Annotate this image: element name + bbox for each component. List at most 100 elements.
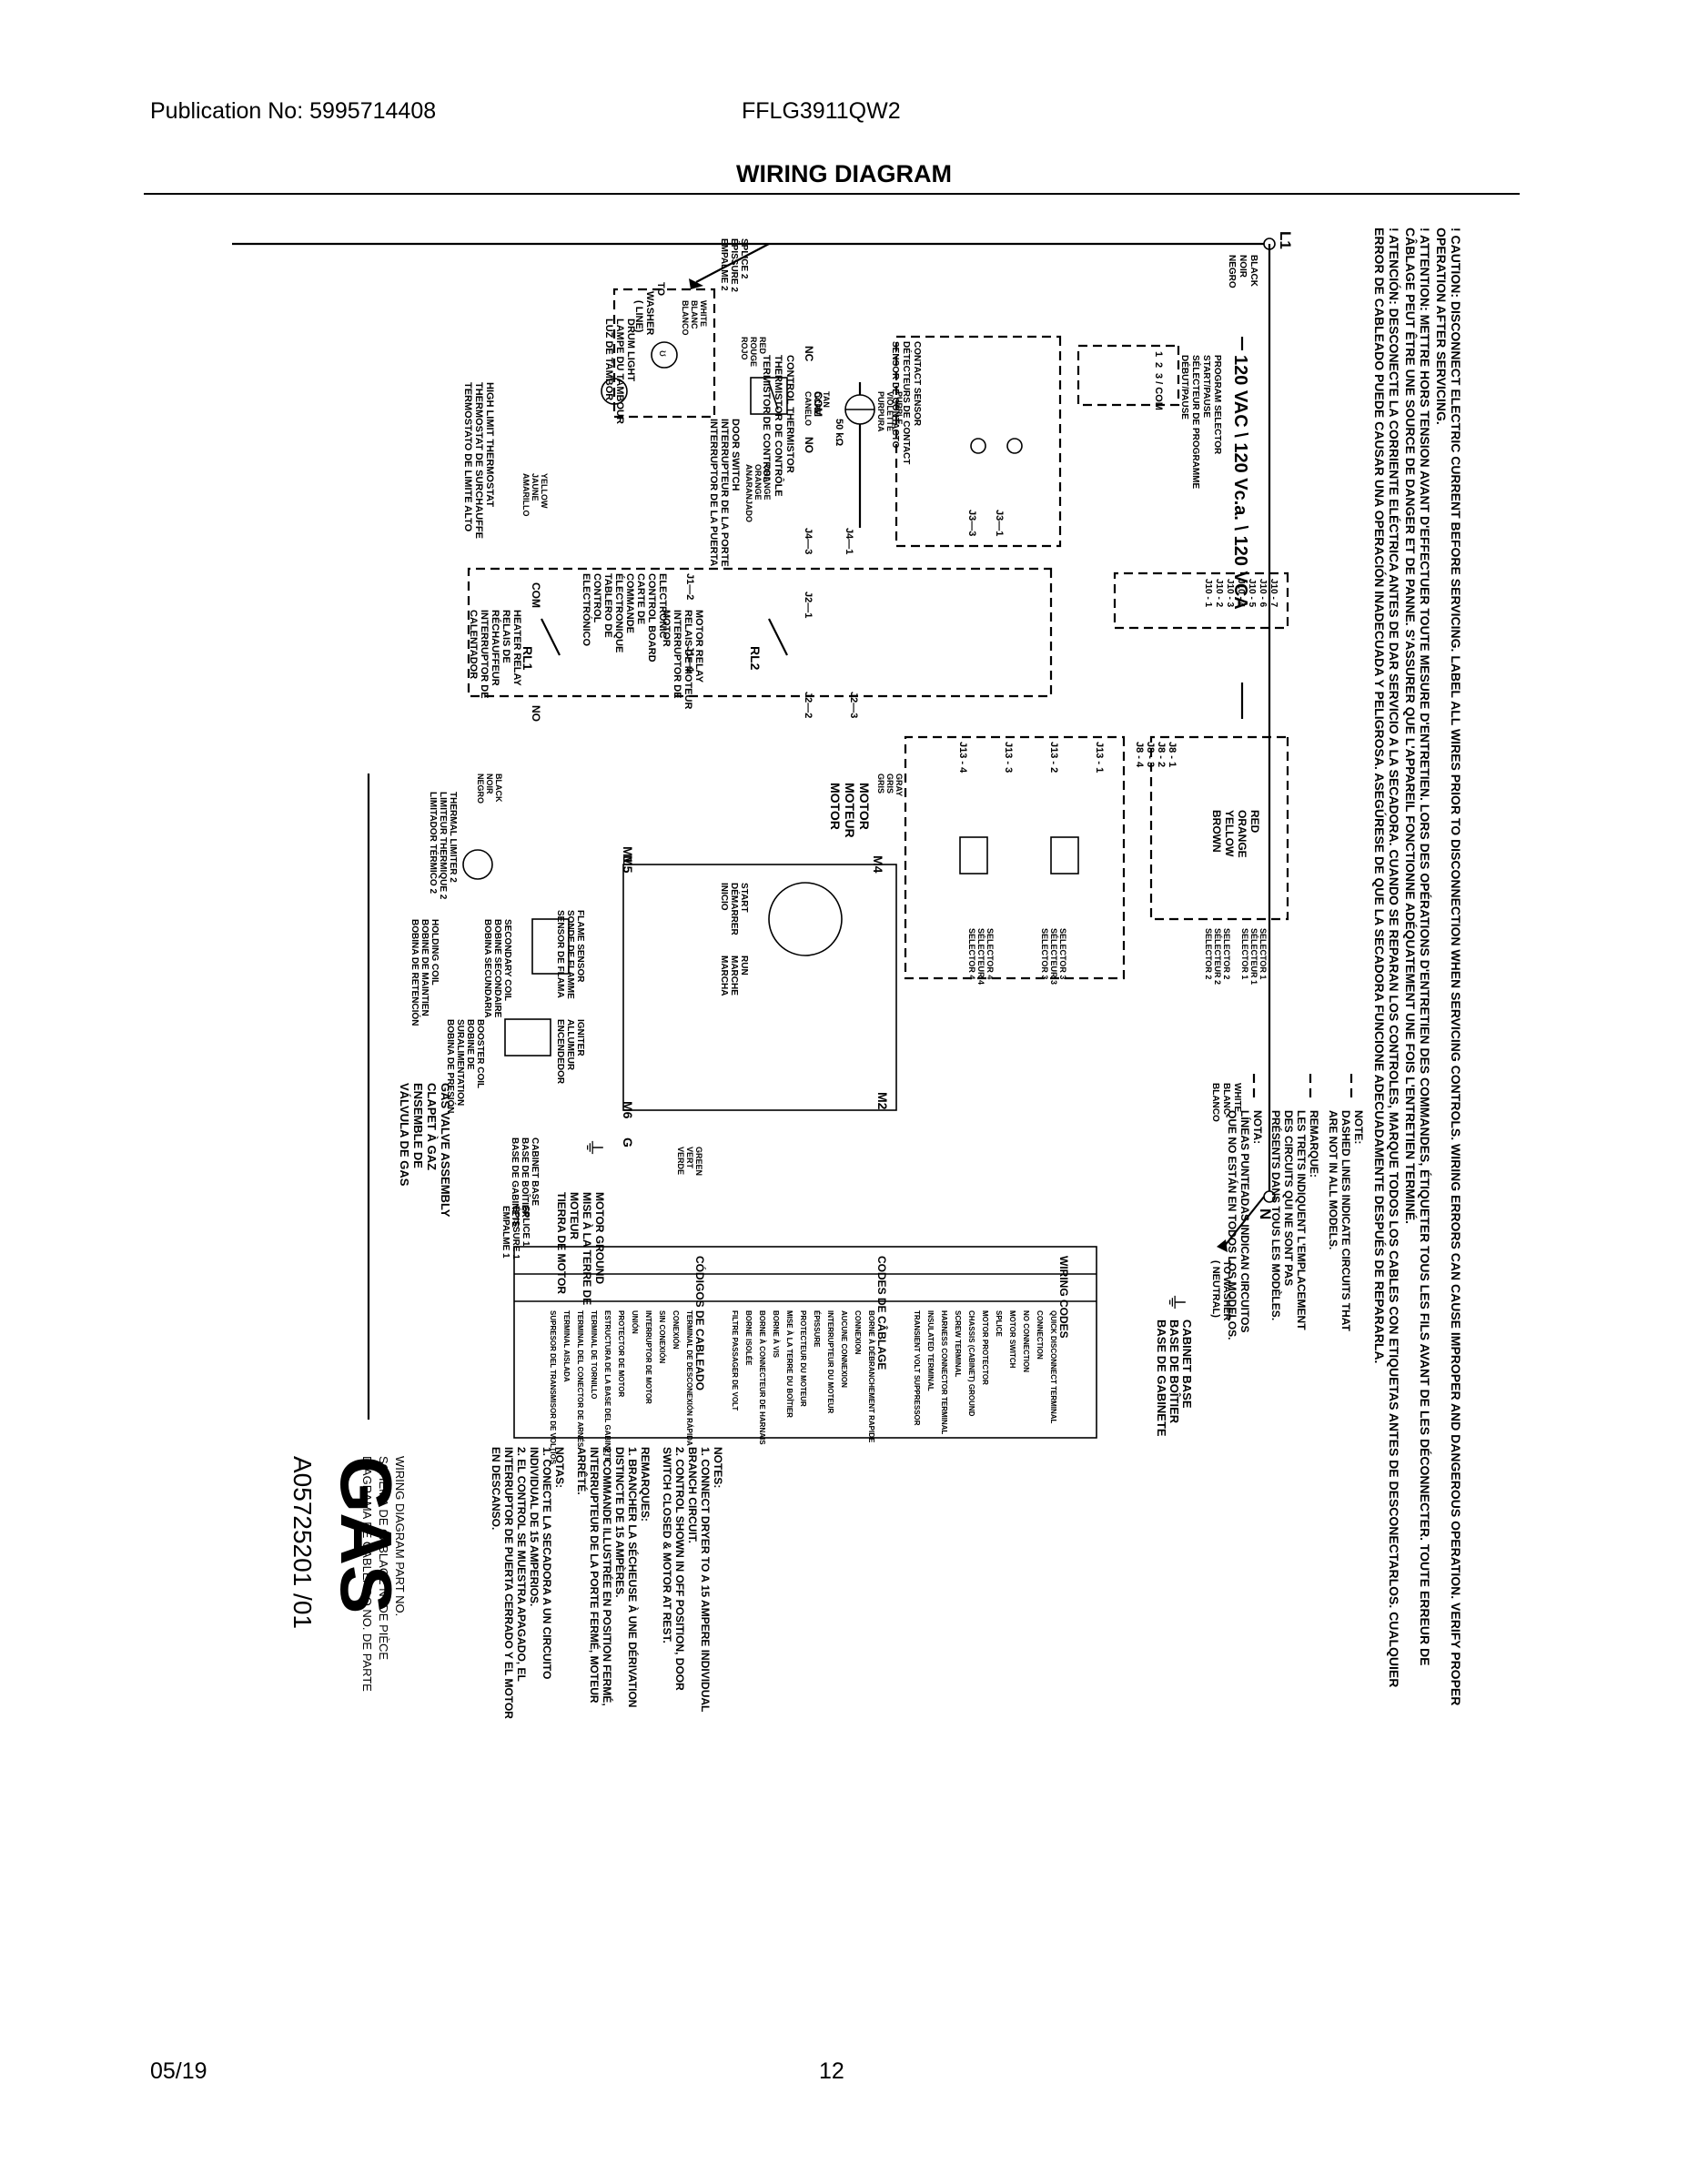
ground-icon: ⏚ [582, 1138, 605, 1158]
relay-desc: INTERRUPTOR DE [672, 610, 682, 699]
selector-switch-block: J8 - 1 J8 - 2 J8 - 3 J8 - 4 RED ORANGE Y… [904, 735, 1289, 985]
relay-label: RL2 [748, 646, 763, 671]
motor-terminal: M1 [621, 846, 635, 864]
relay-desc: RÉCHAUFFEUR [490, 610, 501, 686]
page-title: WIRING DIAGRAM [736, 160, 952, 187]
code-row: TERMINAL AISLADA [562, 1310, 571, 1382]
coil-label: BOBINE DE MAINTIEN [419, 919, 430, 1016]
wire-color-label: VIOLETTE [885, 391, 895, 431]
notes-text: NOTES: [712, 1447, 724, 1488]
code-row: CONNEXION [854, 1310, 862, 1355]
j10-pin: J10 - 7 [1269, 579, 1279, 608]
control-thermistor: 50 kΩ CONTROL THERMISTOR THERMISTOR DE C… [761, 355, 904, 554]
washer-line-output: TO WASHER ( LINE) [633, 243, 770, 335]
winding-label: RUN [739, 956, 749, 976]
door-switch-label: DOOR SWITCH [730, 419, 741, 490]
l1-label: L1 [1277, 231, 1294, 249]
motor-relay: RL2 MOTOR RELAY RELAIS DE MOTEUR INTERRU… [661, 592, 859, 718]
coil-label: BOBINA SECUNDARIA [482, 919, 492, 1018]
selector-label: SELECTOR 3 [1040, 928, 1049, 979]
selector-label: SELECTOR 1 [1258, 928, 1268, 979]
washer-neutral-output: TO WASHER ( NEUTRAL) [1210, 1196, 1265, 1320]
wire-color-label: NEGRO [476, 774, 485, 804]
limiter-label: LIMITEUR THERMIQUE 2 [438, 792, 448, 900]
thermostat-label: HIGH LIMIT THERMOSTAT [484, 382, 495, 507]
caution-line: OPERATION AFTER SERVICING. [1434, 228, 1449, 425]
thermistor-label: THERMISTOR DE CONTRÔLE [773, 355, 784, 497]
wire-color-label: ORANGE [753, 464, 763, 500]
code-row: QUICK DISCONNECT TERMINAL [1049, 1310, 1057, 1424]
winding-label: MARCHA [719, 956, 729, 996]
selector-label: SELECTOR 1 [1240, 928, 1249, 979]
sensor-label: DÉTECTEURS DE CONTACT [901, 341, 913, 464]
part-number: A05725201 /01 [288, 1456, 317, 1629]
cabinet-label: BASE DE GABINETE [1155, 1320, 1168, 1437]
board-label: COMMANDE [624, 573, 635, 633]
notes-text: NOTAS: [553, 1447, 566, 1488]
coil-label: BOBINE SECONDAIRE [492, 919, 502, 1018]
winding-label: MARCHE [729, 956, 739, 996]
wire-color-label: JAUNE [531, 473, 540, 501]
note-text: DES CIRCUITS QUI NE SONT PAS [1282, 1110, 1295, 1286]
wire-color-label: BLANCO [681, 300, 690, 336]
caution-line: ERROR DE CABLEADO PUEDE CAUSAR UNA OPERA… [1372, 228, 1388, 1363]
note-text: PRÉSENTS DANS TOUS LES MODÈLES. [1269, 1110, 1283, 1320]
wire-color-label: BLANCO [1210, 1083, 1220, 1122]
code-row: MISE À LA TERRE DU BOÎTIER [785, 1310, 793, 1418]
gas-valve-label: CLAPET À GAZ [425, 1083, 439, 1170]
program-selector: PROGRAM SELECTOR START/PAUSE SÉLECTEUR D… [1076, 344, 1289, 630]
selector-label: PROGRAM SELECTOR [1212, 355, 1222, 455]
code-row: CONNECTION [1036, 1310, 1044, 1360]
limiter-label: LIMITADOR TÉRMICO 2 [428, 792, 440, 894]
j10-pin: J10 - 4 [1236, 579, 1246, 608]
relay-desc: INTERRUPTOR DE [479, 610, 490, 699]
publication-number: Publication No: 5995714408 [150, 98, 437, 124]
wire-color-label: VERDE [676, 1147, 685, 1175]
splice-label: SPLICE 1 [521, 1206, 531, 1247]
high-limit-thermostat: HIGH LIMIT THERMOSTAT THERMOSTAT DE SURC… [462, 378, 628, 539]
caution-line: CÂBLAGE PEUT ÊTRE UNE SOURCE DE DANGER E… [1403, 228, 1419, 1224]
relay-desc: MOTOR RELAY [693, 610, 704, 683]
motor-ground: ⏚ MOTOR GROUND MISE À LA TERRE DE MOTEUR… [510, 1138, 606, 1305]
j10-pin: J10 - 6 [1258, 579, 1268, 608]
j13-pin: J13 - 4 [957, 742, 968, 774]
wire-color-label: BLACK [1248, 255, 1258, 288]
pin-label: 3 / COM [1153, 373, 1164, 410]
drum-light: ʊ DRUM LIGHT LAMPE DU TAMBOUR LUZ DE TAM… [603, 288, 716, 424]
j8-pin: J8 - 4 [1134, 742, 1145, 768]
code-row: PROTECTEUR DU MOTEUR [799, 1310, 807, 1407]
footer-date: 05/19 [150, 2058, 207, 2084]
wire-color-label: ROJO [740, 337, 749, 360]
part-label: SCHÉMA DE CÂBLAGE N° DE PIÈCE [377, 1456, 390, 1660]
code-row: ESTRUCTURA DE LA BASE DEL GABINETE [603, 1310, 612, 1462]
wire-color-label: RED [758, 337, 767, 355]
motor-terminal: M2 [875, 1092, 890, 1110]
code-row: SCREW TERMINAL [954, 1310, 962, 1377]
notes-text: 1. CONECTE LA SECADORA A UN CIRCUITO [541, 1447, 553, 1679]
part-label: DIAGRAMA DE CABLEADO NO. DE PARTE [360, 1456, 374, 1692]
coil-label: BOBINE DE [465, 1019, 475, 1070]
board-label: ÉLECTRONIQUE [613, 573, 625, 652]
cabinet-label: CABINET BASE [1180, 1320, 1194, 1409]
wiring-codes-table: WIRING CODES CODES DE CÂBLAGE CÓDIGOS DE… [513, 1246, 1097, 1465]
relay-desc: HEATER RELAY [511, 610, 522, 686]
codes-header: CODES DE CÂBLAGE [875, 1256, 889, 1370]
notes-text: REMARQUES: [639, 1447, 652, 1522]
wire-color-label: ANARANJADO [744, 464, 753, 522]
n-label: N [1257, 1208, 1274, 1219]
splice-label: EMPALME 2 [719, 238, 729, 291]
igniter-label: IGNITER [575, 1019, 585, 1057]
code-row: FILTRE PASSAGER DE VOLT [731, 1310, 739, 1410]
j-label: J2—1 [803, 592, 814, 618]
wire-color-label: WHITE [1232, 1083, 1242, 1113]
wire-color-label: GRIS [876, 774, 885, 794]
j10-pin: J10 - 3 [1225, 579, 1235, 608]
selector-label: SELECTOR 4 [967, 928, 976, 979]
note-text: QUE NO ESTÁN EN TODOS LOS MODELOS. [1226, 1110, 1239, 1340]
drum-light-label: LAMPE DU TAMBOUR [614, 318, 625, 424]
note-text: LÍNEAS PUNTEADAS INDICAN CIRCUITOS [1238, 1110, 1252, 1332]
board-label: ELECTRONIC [657, 573, 668, 639]
wire-color-label: BLANC [690, 300, 699, 329]
j-label: J2—2 [803, 692, 814, 718]
page-number: 12 [819, 2058, 844, 2084]
